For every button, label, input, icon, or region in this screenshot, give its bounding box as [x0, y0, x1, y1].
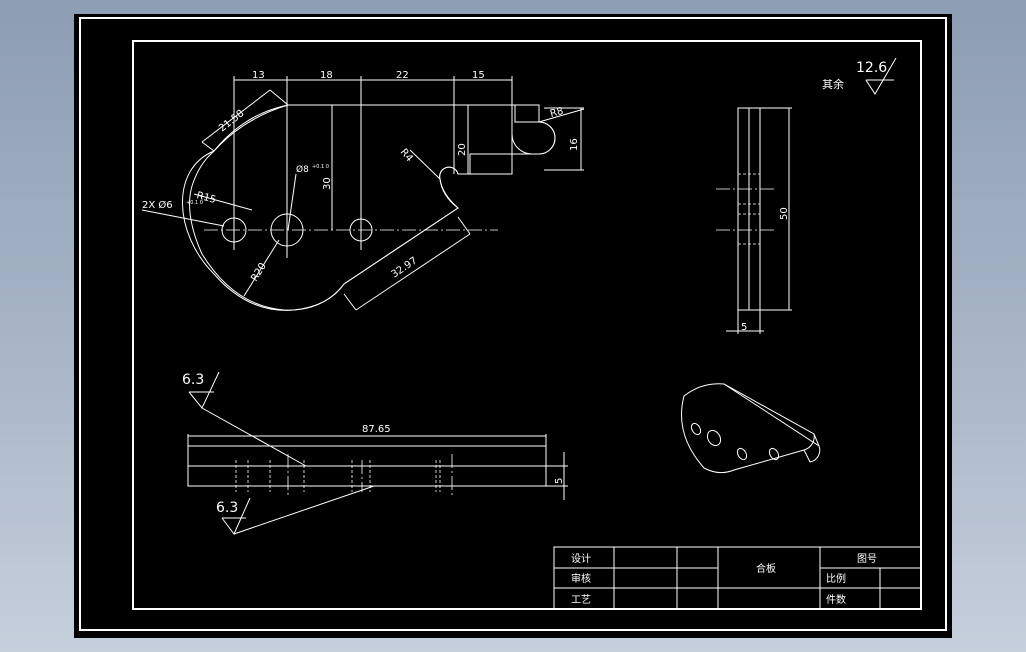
dim-2x-d6-tol: +0.1 0	[186, 200, 203, 206]
dim-21-58: 21.58	[217, 108, 246, 134]
dim-r4: R4	[398, 147, 415, 164]
dim-5-side: 5	[741, 322, 747, 333]
dim-13: 13	[252, 70, 265, 81]
isometric-view	[681, 383, 821, 474]
title-block: 设计 审核 工艺 合板 图号 比例 件数	[553, 546, 922, 610]
outer-frame	[79, 17, 947, 631]
tb-design: 设计	[571, 552, 591, 565]
dim-r20: R20	[249, 261, 269, 284]
inner-frame	[132, 40, 922, 610]
dim-20: 20	[457, 143, 468, 156]
iso-face	[681, 383, 815, 474]
cad-viewport[interactable]: 13 18 22 15 21.58 R8 16 20 30 R4 2X Ø6 +…	[74, 14, 952, 638]
tb-process: 工艺	[571, 594, 591, 606]
front-view: 13 18 22 15 21.58 R8 16 20 30 R4 2X Ø6 +…	[141, 70, 585, 311]
dim-16: 16	[569, 138, 580, 151]
roughness-6-3-top: 6.3	[182, 372, 204, 388]
dim-50: 50	[779, 207, 790, 220]
dim-87-65: 87.65	[362, 424, 391, 435]
dim-d8: Ø8	[296, 164, 309, 175]
dim-15: 15	[472, 70, 485, 81]
dim-32-97: 32.97	[390, 255, 420, 280]
roughness-6-3-bottom: 6.3	[216, 500, 238, 516]
dim-22: 22	[396, 70, 409, 81]
tb-review: 审核	[571, 572, 591, 585]
roughness-symbol-icon	[865, 57, 897, 95]
dim-18: 18	[320, 70, 333, 81]
dim-5-bottom: 5	[554, 478, 565, 484]
front-view-outline	[182, 104, 556, 311]
dim-d8-tol: +0.1 0	[312, 164, 329, 170]
tb-part-name: 合板	[756, 562, 776, 575]
tb-scale: 比例	[826, 572, 846, 585]
tb-quantity: 件数	[826, 593, 846, 606]
bottom-view: 87.65 5 6.3 6.3	[182, 371, 568, 535]
drawing-canvas: 13 18 22 15 21.58 R8 16 20 30 R4 2X Ø6 +…	[79, 17, 947, 631]
dim-r8: R8	[549, 106, 565, 120]
dim-r15: R15	[195, 190, 217, 206]
dim-2x-d6: 2X Ø6	[142, 199, 173, 211]
roughness-qiyu-label: 其余	[822, 77, 844, 91]
roughness-12-6: 12.6	[856, 60, 887, 76]
front-view-contour	[189, 104, 556, 311]
dim-30: 30	[322, 177, 333, 190]
general-roughness: 其余 12.6	[822, 57, 897, 95]
tb-drawing-no: 图号	[857, 553, 877, 565]
side-view: 50 5	[716, 107, 792, 334]
